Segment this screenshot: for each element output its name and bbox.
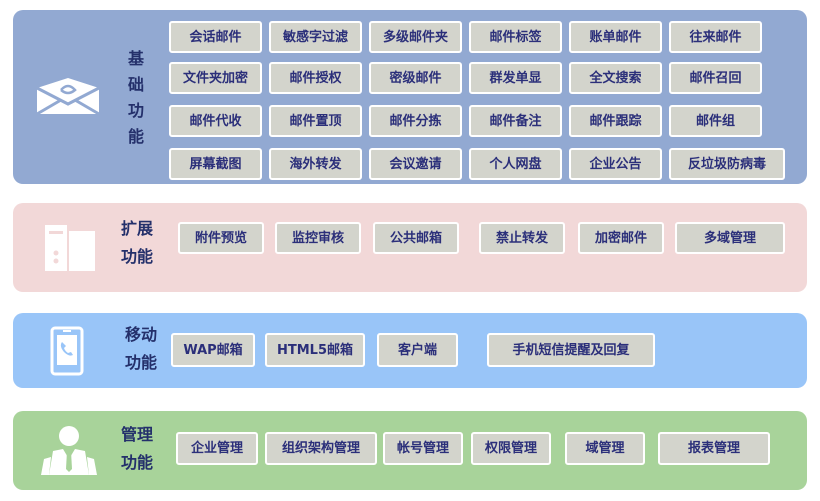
panel-extension-features: 扩展功能 附件预览监控审核公共邮箱禁止转发加密邮件多域管理 xyxy=(13,203,807,292)
feature-chip: 监控审核 xyxy=(275,222,361,254)
feature-chip: 组织架构管理 xyxy=(265,432,377,465)
panel-basic-features: 基础功能 会话邮件敏感字过滤多级邮件夹邮件标签账单邮件往来邮件文件夹加密邮件授权… xyxy=(13,10,807,184)
feature-chip: 加密邮件 xyxy=(578,222,664,254)
feature-chip: 群发单显 xyxy=(469,62,562,94)
feature-chip: 邮件分拣 xyxy=(369,105,462,137)
feature-chip: 企业管理 xyxy=(176,432,258,465)
feature-chip: 邮件跟踪 xyxy=(569,105,662,137)
mobile-phone-icon xyxy=(50,326,84,376)
feature-chip: 多域管理 xyxy=(675,222,785,254)
feature-chip: 反垃圾防病毒 xyxy=(669,148,785,180)
feature-chip: 禁止转发 xyxy=(479,222,565,254)
feature-chip: 文件夹加密 xyxy=(169,62,262,94)
feature-chip: 会议邀请 xyxy=(369,148,462,180)
feature-chip: 手机短信提醒及回复 xyxy=(487,333,655,367)
feature-chip: 权限管理 xyxy=(471,432,551,465)
feature-chip: 多级邮件夹 xyxy=(369,21,462,53)
feature-chip: 报表管理 xyxy=(658,432,770,465)
feature-chip: 域管理 xyxy=(565,432,645,465)
feature-chip: 邮件置顶 xyxy=(269,105,362,137)
feature-chip: 屏幕截图 xyxy=(169,148,262,180)
panel-admin-features: 管理功能 企业管理组织架构管理帐号管理权限管理域管理报表管理 xyxy=(13,411,807,490)
panel-title: 基础功能 xyxy=(127,49,144,146)
feature-chip: 海外转发 xyxy=(269,148,362,180)
feature-chip: WAP邮箱 xyxy=(171,333,255,367)
feature-chip: 企业公告 xyxy=(569,148,662,180)
panel-mobile-features: 移动功能 WAP邮箱 HTML5邮箱客户端手机短信提醒及回复 xyxy=(13,313,807,388)
feature-chip: HTML5邮箱 xyxy=(265,333,365,367)
feature-chip: 邮件授权 xyxy=(269,62,362,94)
panel-title: 扩展功能 xyxy=(120,219,153,266)
feature-chip: 个人网盘 xyxy=(469,148,562,180)
server-tower-icon xyxy=(45,225,95,271)
feature-chip: 全文搜索 xyxy=(569,62,662,94)
feature-chip: 邮件代收 xyxy=(169,105,262,137)
feature-chip: 邮件备注 xyxy=(469,105,562,137)
feature-chip: 客户端 xyxy=(377,333,458,367)
feature-chip: 往来邮件 xyxy=(669,21,762,53)
feature-chip: 邮件组 xyxy=(669,105,762,137)
feature-chip: 会话邮件 xyxy=(169,21,262,53)
envelope-icon xyxy=(36,78,100,116)
feature-chip: 敏感字过滤 xyxy=(269,21,362,53)
feature-chip: 帐号管理 xyxy=(383,432,463,465)
feature-chip: 附件预览 xyxy=(178,222,264,254)
feature-chip: 邮件召回 xyxy=(669,62,762,94)
panel-title: 管理功能 xyxy=(120,425,153,472)
feature-chip: 公共邮箱 xyxy=(373,222,459,254)
panel-title: 移动功能 xyxy=(124,325,157,372)
feature-chip: 邮件标签 xyxy=(469,21,562,53)
users-icon xyxy=(41,426,97,475)
feature-chip: 密级邮件 xyxy=(369,62,462,94)
feature-chip: 账单邮件 xyxy=(569,21,662,53)
